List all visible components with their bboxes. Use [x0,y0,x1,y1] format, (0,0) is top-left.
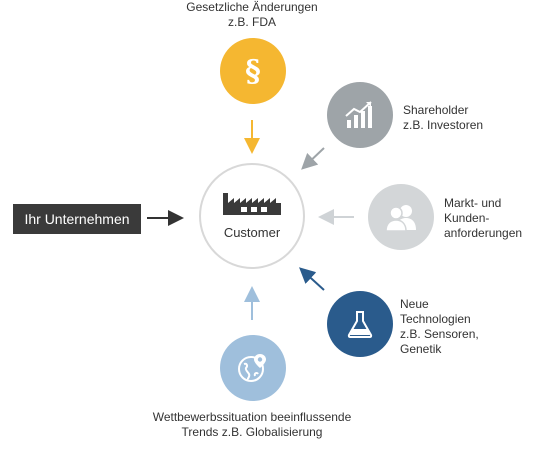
arrow-shareholder [301,147,325,170]
regulation-circle: § [220,38,286,104]
arrow-technology [299,267,325,291]
competition-label: Wettbewerbssituation beeinflussende Tren… [102,410,402,440]
globe-pin-icon [238,354,266,382]
regulation-line2: z.B. FDA [227,15,276,29]
technology-circle [327,291,393,357]
shareholder-line1: Shareholder [403,103,469,117]
technology-line4: Genetik [400,342,442,356]
regulation-line1: Gesetzliche Änderungen [186,0,318,14]
technology-line1: Neue [400,297,429,311]
technology-line3: z.B. Sensoren, [400,327,479,341]
market-line3: anforderungen [444,226,523,240]
competition-circle [220,335,286,401]
bar-chart-icon [345,101,372,128]
paragraph-icon: § [245,53,261,89]
shareholder-line2: z.B. Investoren [403,118,484,132]
market-circle [368,184,434,250]
market-line2: Kunden- [444,211,490,225]
market-label: Markt- und Kunden- anforderungen [444,196,538,241]
factory-icon [223,192,281,215]
shareholder-label: Shareholder z.B. Investoren [403,103,533,133]
market-line1: Markt- und [444,196,502,210]
company-label: Ihr Unternehmen [24,211,130,227]
shareholder-circle [327,82,393,148]
regulation-label: Gesetzliche Änderungen z.B. FDA [152,0,352,30]
customer-label: Customer [223,224,281,240]
competition-line2: Trends z.B. Globalisierung [181,425,323,439]
flask-icon [347,311,373,338]
technology-line2: Technologien [400,312,471,326]
users-icon [385,205,416,231]
competition-line1: Wettbewerbssituation beeinflussende [152,410,352,424]
customer-circle: Customer [199,163,305,269]
company-box: Ihr Unternehmen [13,204,141,234]
technology-label: Neue Technologien z.B. Sensoren, Genetik [400,297,510,357]
